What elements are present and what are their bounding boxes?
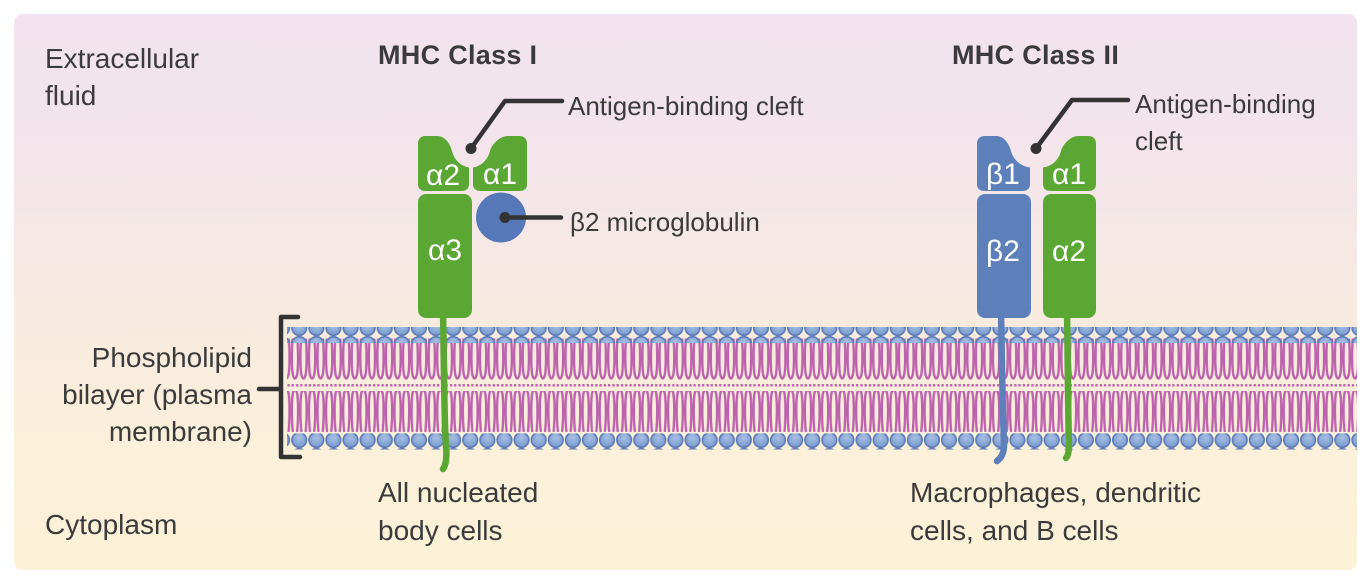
mhc1-alpha3-domain (418, 194, 472, 318)
mhc2-expressed-on-caption: Macrophages, dendritic cells, and B cell… (910, 477, 1202, 546)
phospholipid-bilayer-label: Phospholipid bilayer (plasma membrane) (62, 342, 252, 447)
mhc2-beta-transmembrane-tail (993, 306, 1008, 465)
mhc2-antigen-binding-cleft-label: Antigen-binding cleft (1135, 89, 1316, 156)
beta2-microglobulin-label: β2 microglobulin (570, 207, 760, 237)
mhc2-cleft-pointer-dot (1030, 143, 1042, 154)
mhc2-cleft-pointer-line (1033, 97, 1131, 151)
mhc1-alpha1-domain (473, 136, 527, 191)
mhc1-cleft-pointer-dot (465, 143, 477, 154)
mhc1-cleft-pointer-line (468, 98, 565, 151)
extracellular-fluid-label: Extracellular fluid (45, 43, 200, 111)
mhc2-alpha2-domain-label: α2 (1051, 235, 1087, 268)
diagram-panel-background (14, 14, 1357, 570)
mhc2-alpha1-domain-label: α1 (1051, 158, 1087, 191)
mhc-class-1-title: MHC Class I (378, 40, 538, 70)
mhc1-transmembrane-tail (439, 306, 450, 473)
mhc-class-2-title: MHC Class II (952, 40, 1120, 70)
lipid-heads-bottom (287, 433, 1357, 450)
mhc2-alpha-transmembrane-tail (1062, 306, 1073, 462)
mhc1-expressed-on-caption: All nucleated body cells (378, 477, 539, 546)
mhc2-beta1-domain (977, 136, 1030, 191)
mhc2-alpha2-domain (1043, 194, 1096, 318)
mhc1-alpha2-domain-label: α2 (425, 159, 461, 192)
mhc2-beta2-domain (977, 194, 1031, 318)
mhc2-beta1-domain-label: β1 (986, 158, 1020, 191)
lipid-tails-bottom (287, 391, 1357, 439)
lipid-tails-top (287, 338, 1357, 387)
mhc1-alpha2-domain (418, 136, 469, 191)
cytoplasm-label: Cytoplasm (45, 509, 178, 540)
beta2-microglobulin-pointer-dot (499, 212, 511, 223)
mhc1-alpha3-domain-label: α3 (427, 234, 463, 267)
mhc2-alpha1-domain (1043, 136, 1096, 191)
mhc1-antigen-binding-cleft-label: Antigen-binding cleft (568, 91, 804, 121)
mhc1-alpha1-domain-label: α1 (482, 158, 518, 191)
mhc2-beta2-domain-label: β2 (986, 235, 1020, 268)
lipid-heads-top (287, 327, 1357, 343)
